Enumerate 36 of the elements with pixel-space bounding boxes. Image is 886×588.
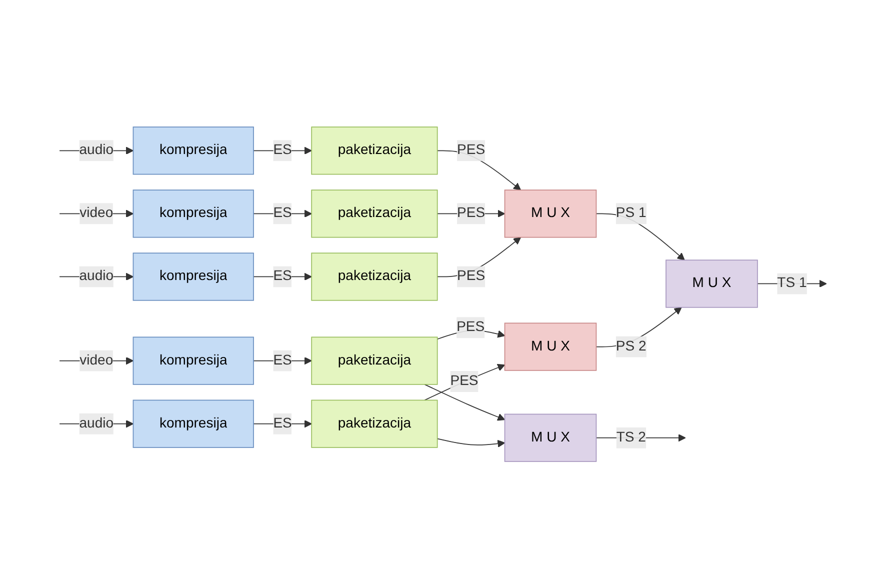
node-box: M U X [504,414,597,462]
node-box: kompresija [132,126,254,174]
node-box: M U X [504,189,597,238]
edge-label: audio [79,142,114,158]
node-box: paketizacija [311,400,438,448]
edge-label: ES [273,206,292,220]
edge-label: ES [273,268,292,284]
edge-label: PS 1 [616,206,646,220]
node-box: paketizacija [311,189,438,238]
edge-label: ES [273,416,292,431]
edge-label: PES [450,373,478,388]
node-box: M U X [504,322,597,371]
node-box: M U X [666,259,758,308]
node-box: paketizacija [311,126,438,174]
edge-label: ES [273,352,292,368]
arrow [424,384,506,420]
edge-label: PS 2 [616,338,646,354]
node-box: kompresija [132,189,254,238]
edge-label: video [80,352,114,368]
edge-label: TS 2 [616,430,646,445]
node-box: paketizacija [311,252,438,301]
arrow [424,364,506,400]
edge-label: audio [79,416,114,431]
edge-label: PES [456,320,485,334]
node-box: kompresija [132,336,254,385]
edge-label: TS 1 [777,276,807,290]
edge-label: ES [273,142,292,158]
arrow [436,438,506,448]
edge-label: PES [457,142,486,158]
node-box: kompresija [132,400,254,448]
node-box: paketizacija [311,336,438,385]
edge-label: video [80,206,114,220]
edge-label: PES [457,206,486,220]
node-box: kompresija [132,252,254,301]
edge-label: PES [457,268,486,284]
edge-label: audio [79,268,114,284]
